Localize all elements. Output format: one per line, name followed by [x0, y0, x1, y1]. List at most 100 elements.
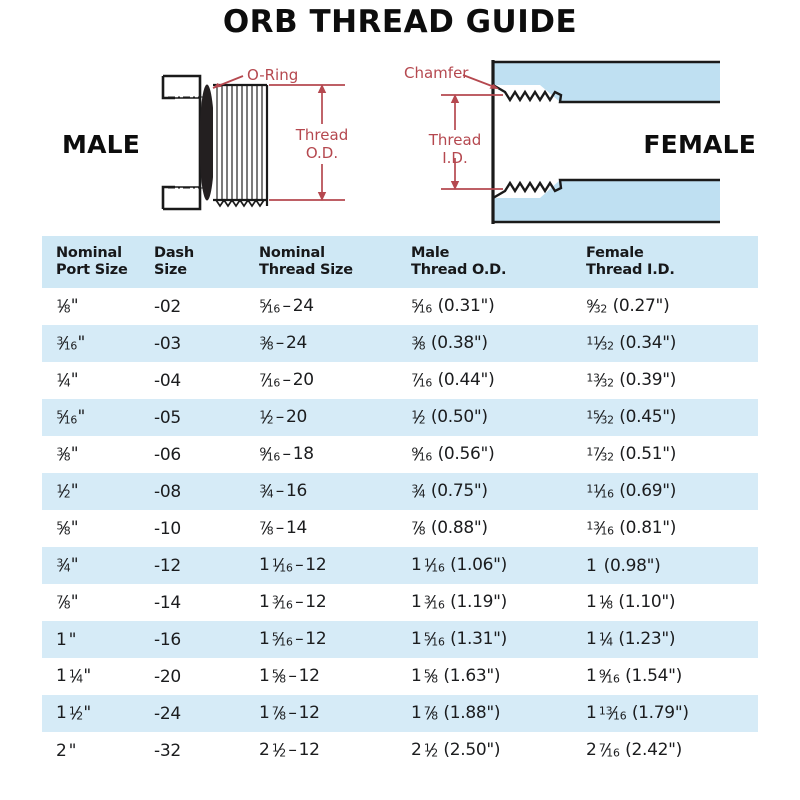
- cell-male-thread-od: 7⁄8 (0.88"): [411, 518, 488, 540]
- female-label: FEMALE: [643, 130, 756, 159]
- thread-od-callout-line2: O.D.: [306, 144, 338, 162]
- o-ring-shape: [199, 84, 215, 201]
- cell-dash-size: -20: [154, 666, 181, 687]
- chamfer-callout-text: Chamfer: [404, 64, 469, 82]
- female-fitting-drawing: [491, 60, 720, 224]
- column-header-nominal-thread-size: Nominal Thread Size: [259, 236, 411, 289]
- cell-male-thread-od: 7⁄16 (0.44"): [411, 370, 495, 392]
- cell-female-thread-id: 1 (0.98"): [586, 547, 758, 585]
- cell-male-thread-od: 3⁄4 (0.75"): [411, 473, 586, 511]
- cell-nominal-thread-size: 5⁄16–24: [259, 296, 314, 318]
- thread-diagram: MALE FEMALE: [0, 52, 800, 230]
- cell-female-thread-id: 15⁄32 (0.45"): [586, 399, 758, 437]
- cell-dash-size: -32: [154, 740, 181, 761]
- cell-nominal-port-size: 2": [56, 740, 77, 761]
- cell-male-thread-od: 1⁄2 (0.50"): [411, 399, 586, 437]
- female-annotations: [441, 74, 503, 190]
- column-header-nominal-port-size: Nominal Port Size: [42, 236, 154, 289]
- cell-nominal-port-size: 3⁄4": [42, 547, 154, 585]
- column-header-male-thread-od: Male Thread O.D.: [411, 236, 586, 289]
- cell-nominal-thread-size: 7⁄16–20: [259, 370, 314, 392]
- thread-id-callout-line2: I.D.: [442, 149, 468, 167]
- cell-dash-size: -02: [154, 296, 181, 317]
- table-row: 3⁄8" -06 9⁄16–18 9⁄16 (0.56") 17⁄32 (0.51"): [42, 436, 758, 473]
- cell-dash-size: -12: [154, 547, 259, 585]
- cell-dash-size: -04: [154, 370, 181, 391]
- cell-female-thread-id: 9⁄32 (0.27"): [586, 296, 670, 318]
- cell-dash-size: -05: [154, 399, 259, 437]
- thread-id-callout-line1: Thread: [428, 131, 481, 149]
- male-label: MALE: [62, 130, 141, 159]
- spec-table-container: Nominal Port Size Dash Size Nominal Thre…: [42, 236, 758, 769]
- cell-female-thread-id: 17⁄32 (0.51"): [586, 444, 677, 466]
- thread-od-callout-line1: Thread: [295, 126, 348, 144]
- cell-dash-size: -03: [154, 325, 259, 363]
- cell-nominal-port-size: 1⁄4": [56, 370, 79, 392]
- cell-nominal-port-size: 5⁄8": [56, 518, 79, 540]
- cell-nominal-port-size: 1⁄2": [42, 473, 154, 511]
- o-ring-callout-text: O-Ring: [247, 66, 298, 84]
- cell-male-thread-od: 3⁄8 (0.38"): [411, 325, 586, 363]
- cell-female-thread-id: 11⁄32 (0.34"): [586, 325, 758, 363]
- cell-nominal-port-size: 1": [42, 621, 154, 659]
- cell-nominal-thread-size: 7⁄8–14: [259, 518, 308, 540]
- cell-nominal-thread-size: 3⁄4–16: [259, 473, 411, 511]
- cell-nominal-port-size: 3⁄16": [42, 325, 154, 363]
- cell-dash-size: -10: [154, 518, 181, 539]
- table-row: 1⁄4" -04 7⁄16–20 7⁄16 (0.44") 13⁄32 (0.39"): [42, 362, 758, 399]
- cell-dash-size: -08: [154, 473, 259, 511]
- male-fitting-drawing: [161, 74, 269, 211]
- cell-dash-size: -24: [154, 695, 259, 733]
- orb-thread-table: Nominal Port Size Dash Size Nominal Thre…: [42, 236, 758, 769]
- cell-male-thread-od: 9⁄16 (0.56"): [411, 444, 495, 466]
- cell-dash-size: -06: [154, 444, 181, 465]
- page-title: ORB THREAD GUIDE: [222, 4, 578, 40]
- cell-female-thread-id: 13⁄32 (0.39"): [586, 370, 677, 392]
- cell-nominal-port-size: 7⁄8": [56, 592, 79, 614]
- cell-nominal-port-size: 5⁄16": [42, 399, 154, 437]
- column-header-female-thread-id: Female Thread I.D.: [586, 236, 758, 289]
- cell-dash-size: -14: [154, 592, 181, 613]
- cell-nominal-thread-size: 1⁄2–20: [259, 399, 411, 437]
- cell-female-thread-id: 11⁄16 (0.69"): [586, 473, 758, 511]
- cell-nominal-thread-size: 9⁄16–18: [259, 444, 314, 466]
- cell-nominal-thread-size: 3⁄8–24: [259, 325, 411, 363]
- diagram-svg: O-Ring Thread O.D.: [161, 60, 720, 224]
- header-row: Nominal Port Size Dash Size Nominal Thre…: [42, 236, 758, 289]
- cell-nominal-port-size: 3⁄8": [56, 444, 79, 466]
- cell-nominal-port-size: 1⁄8": [56, 296, 79, 318]
- male-annotations: [212, 75, 345, 201]
- cell-dash-size: -16: [154, 621, 259, 659]
